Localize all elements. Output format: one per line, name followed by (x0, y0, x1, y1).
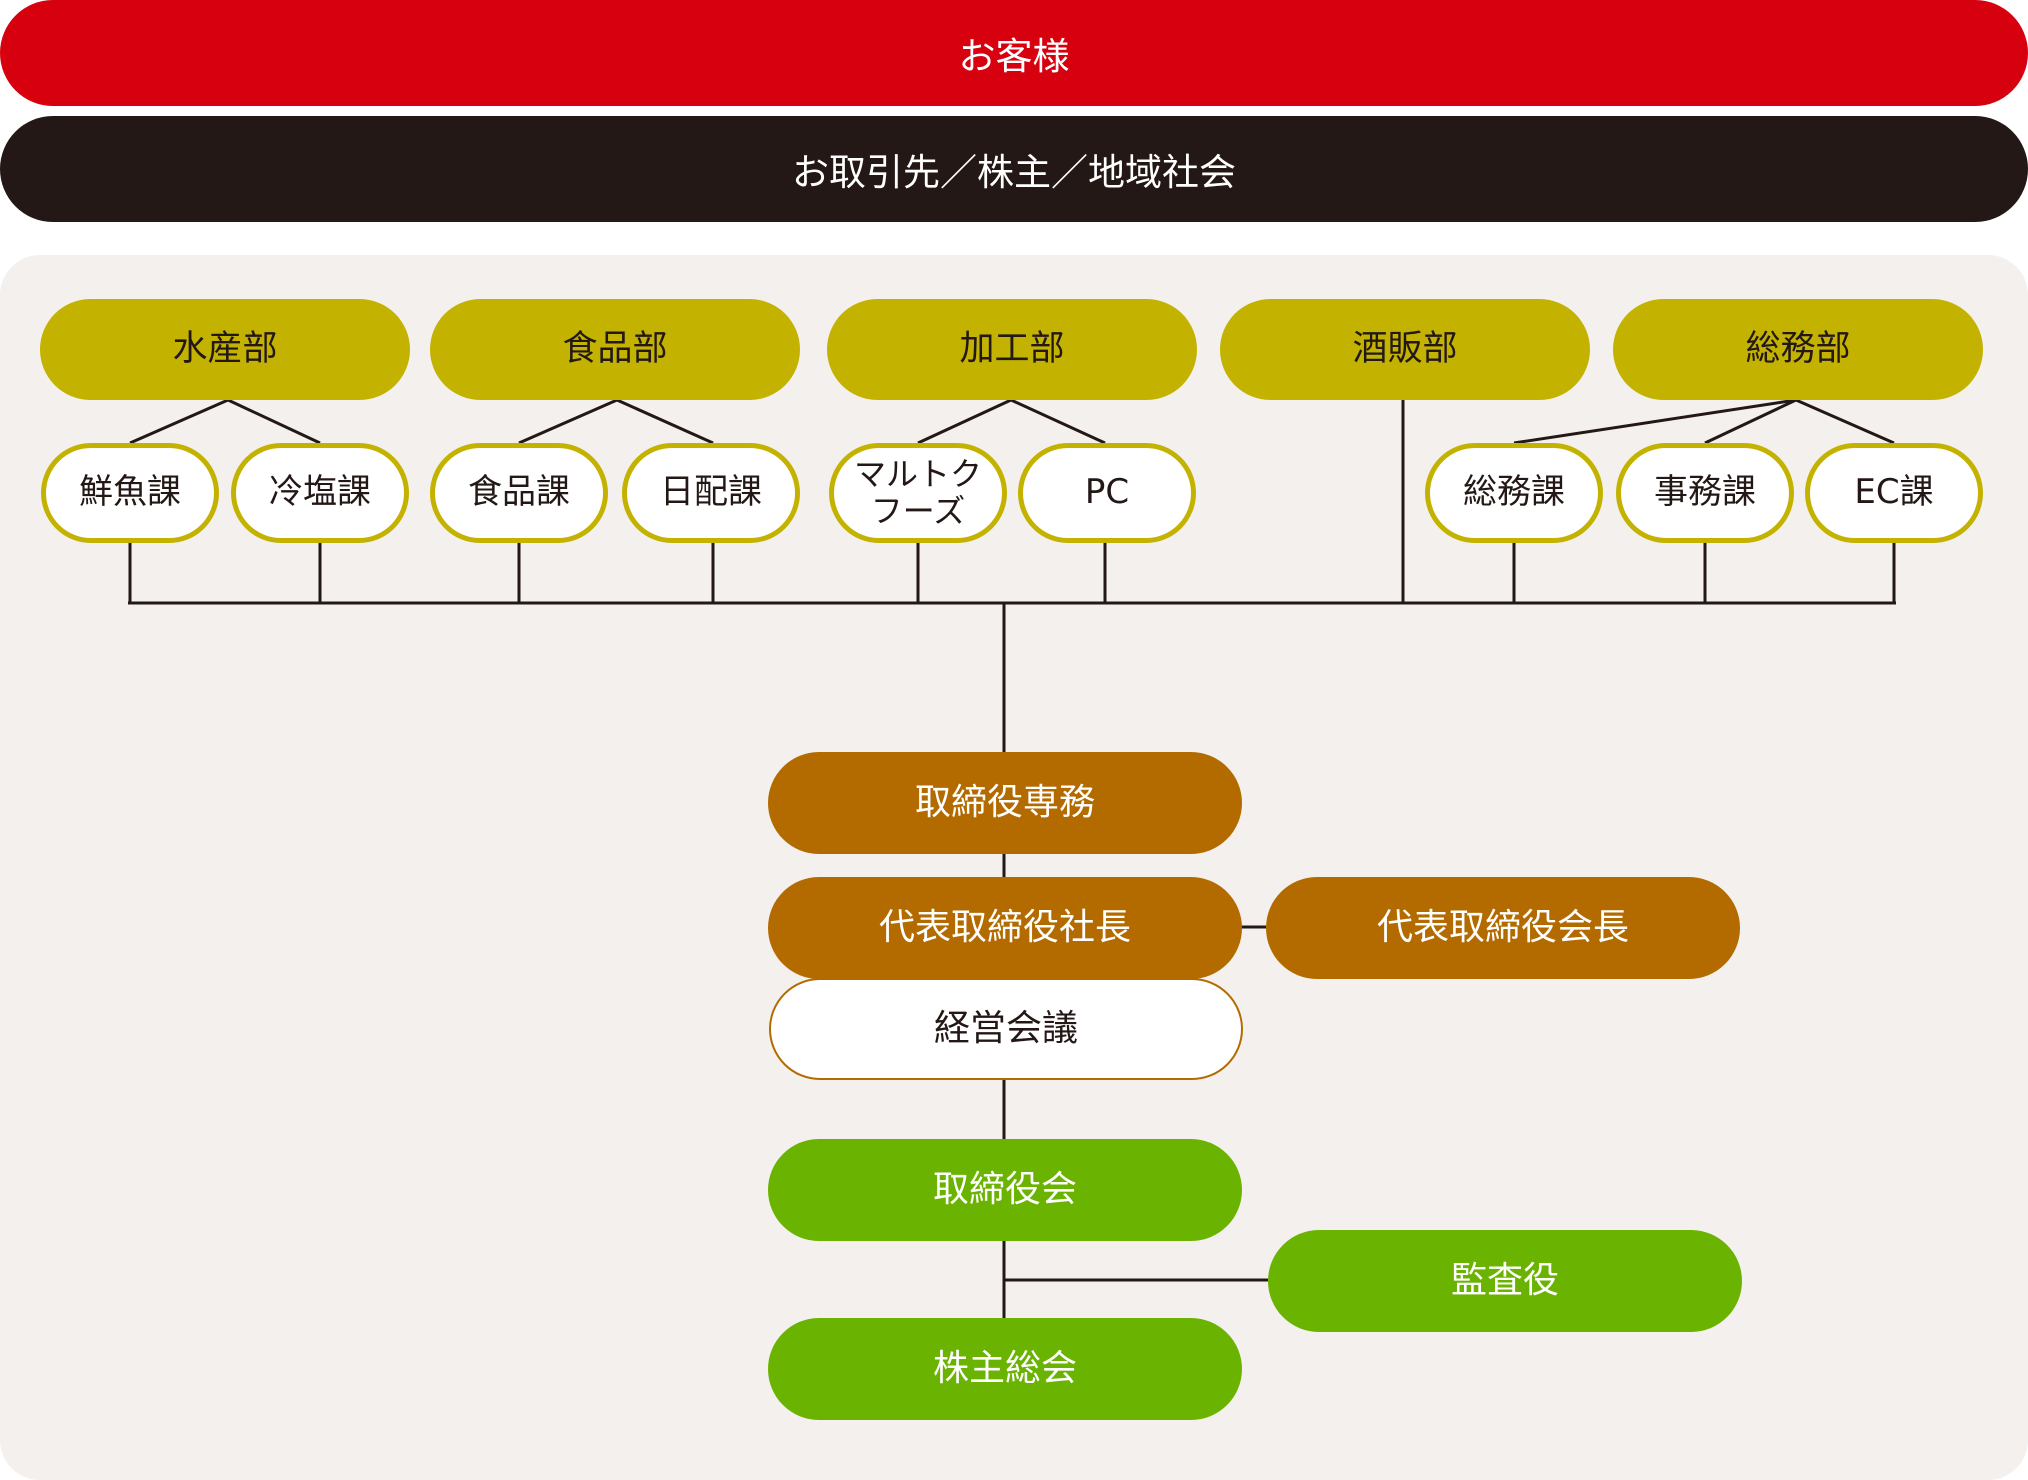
connector (1010, 398, 1106, 445)
exec-chairman: 代表取締役会長 (1266, 877, 1740, 979)
connector (1795, 398, 1895, 445)
sect-shokuhin: 食品課 (430, 443, 608, 543)
connector (1704, 398, 1797, 445)
connector (917, 398, 1012, 445)
shareholders-meeting-label: 株主総会 (932, 1348, 1077, 1390)
dept-suisan-label: 水産部 (172, 329, 278, 370)
exec-senmu: 取締役専務 (768, 752, 1242, 854)
auditor-label: 監査役 (1450, 1260, 1559, 1302)
sect-marutoku-label-line2: フーズ (870, 492, 966, 530)
connector (227, 398, 321, 445)
sect-reien-label: 冷塩課 (269, 472, 371, 513)
sect-nippai-label: 日配課 (660, 472, 762, 513)
connector (518, 398, 618, 445)
sect-marutoku: マルトク フーズ (829, 443, 1007, 543)
dept-kakou: 加工部 (827, 299, 1197, 400)
sect-nippai: 日配課 (622, 443, 800, 543)
sect-jimu-label: 事務課 (1654, 472, 1756, 513)
dept-shokuhin-label: 食品部 (562, 329, 668, 370)
customers-label: お客様 (958, 35, 1070, 78)
sect-reien: 冷塩課 (231, 443, 409, 543)
dept-soumu: 総務部 (1613, 299, 1983, 400)
stakeholders-label: お取引先／株主／地域社会 (792, 151, 1236, 194)
customers-bar: お客様 (0, 0, 2028, 106)
sect-marutoku-label-line1: マルトク (853, 455, 982, 494)
sect-pc: PC (1018, 443, 1196, 543)
dept-soumu-label: 総務部 (1745, 329, 1851, 370)
board-of-directors-label: 取締役会 (932, 1169, 1077, 1211)
connector (129, 398, 229, 445)
connector (616, 398, 714, 445)
exec-president: 代表取締役社長 (768, 877, 1242, 979)
sect-jimu: 事務課 (1616, 443, 1794, 543)
sect-shokuhin-label: 食品課 (468, 472, 570, 513)
sect-sengyo: 鮮魚課 (41, 443, 219, 543)
sect-ec: EC課 (1805, 443, 1983, 543)
connector (1513, 398, 1797, 445)
management-meeting: 経営会議 (769, 978, 1243, 1080)
sect-soumu-label: 総務課 (1463, 472, 1565, 513)
shareholders-meeting: 株主総会 (768, 1318, 1242, 1420)
stakeholders-bar: お取引先／株主／地域社会 (0, 116, 2028, 222)
board-of-directors: 取締役会 (768, 1139, 1242, 1241)
auditor: 監査役 (1268, 1230, 1742, 1332)
exec-senmu-label: 取締役専務 (914, 782, 1095, 824)
dept-kakou-label: 加工部 (959, 329, 1065, 370)
exec-chairman-label: 代表取締役会長 (1376, 907, 1629, 949)
sect-sengyo-label: 鮮魚課 (79, 472, 181, 513)
sect-ec-label: EC課 (1854, 472, 1934, 513)
dept-shokuhin: 食品部 (430, 299, 800, 400)
management-meeting-label: 経営会議 (933, 1008, 1078, 1050)
sect-soumu: 総務課 (1425, 443, 1603, 543)
dept-shuhan: 酒販部 (1220, 299, 1590, 400)
dept-suisan: 水産部 (40, 299, 410, 400)
dept-shuhan-label: 酒販部 (1352, 329, 1458, 370)
sect-pc-label: PC (1084, 472, 1130, 513)
exec-president-label: 代表取締役社長 (878, 907, 1131, 949)
